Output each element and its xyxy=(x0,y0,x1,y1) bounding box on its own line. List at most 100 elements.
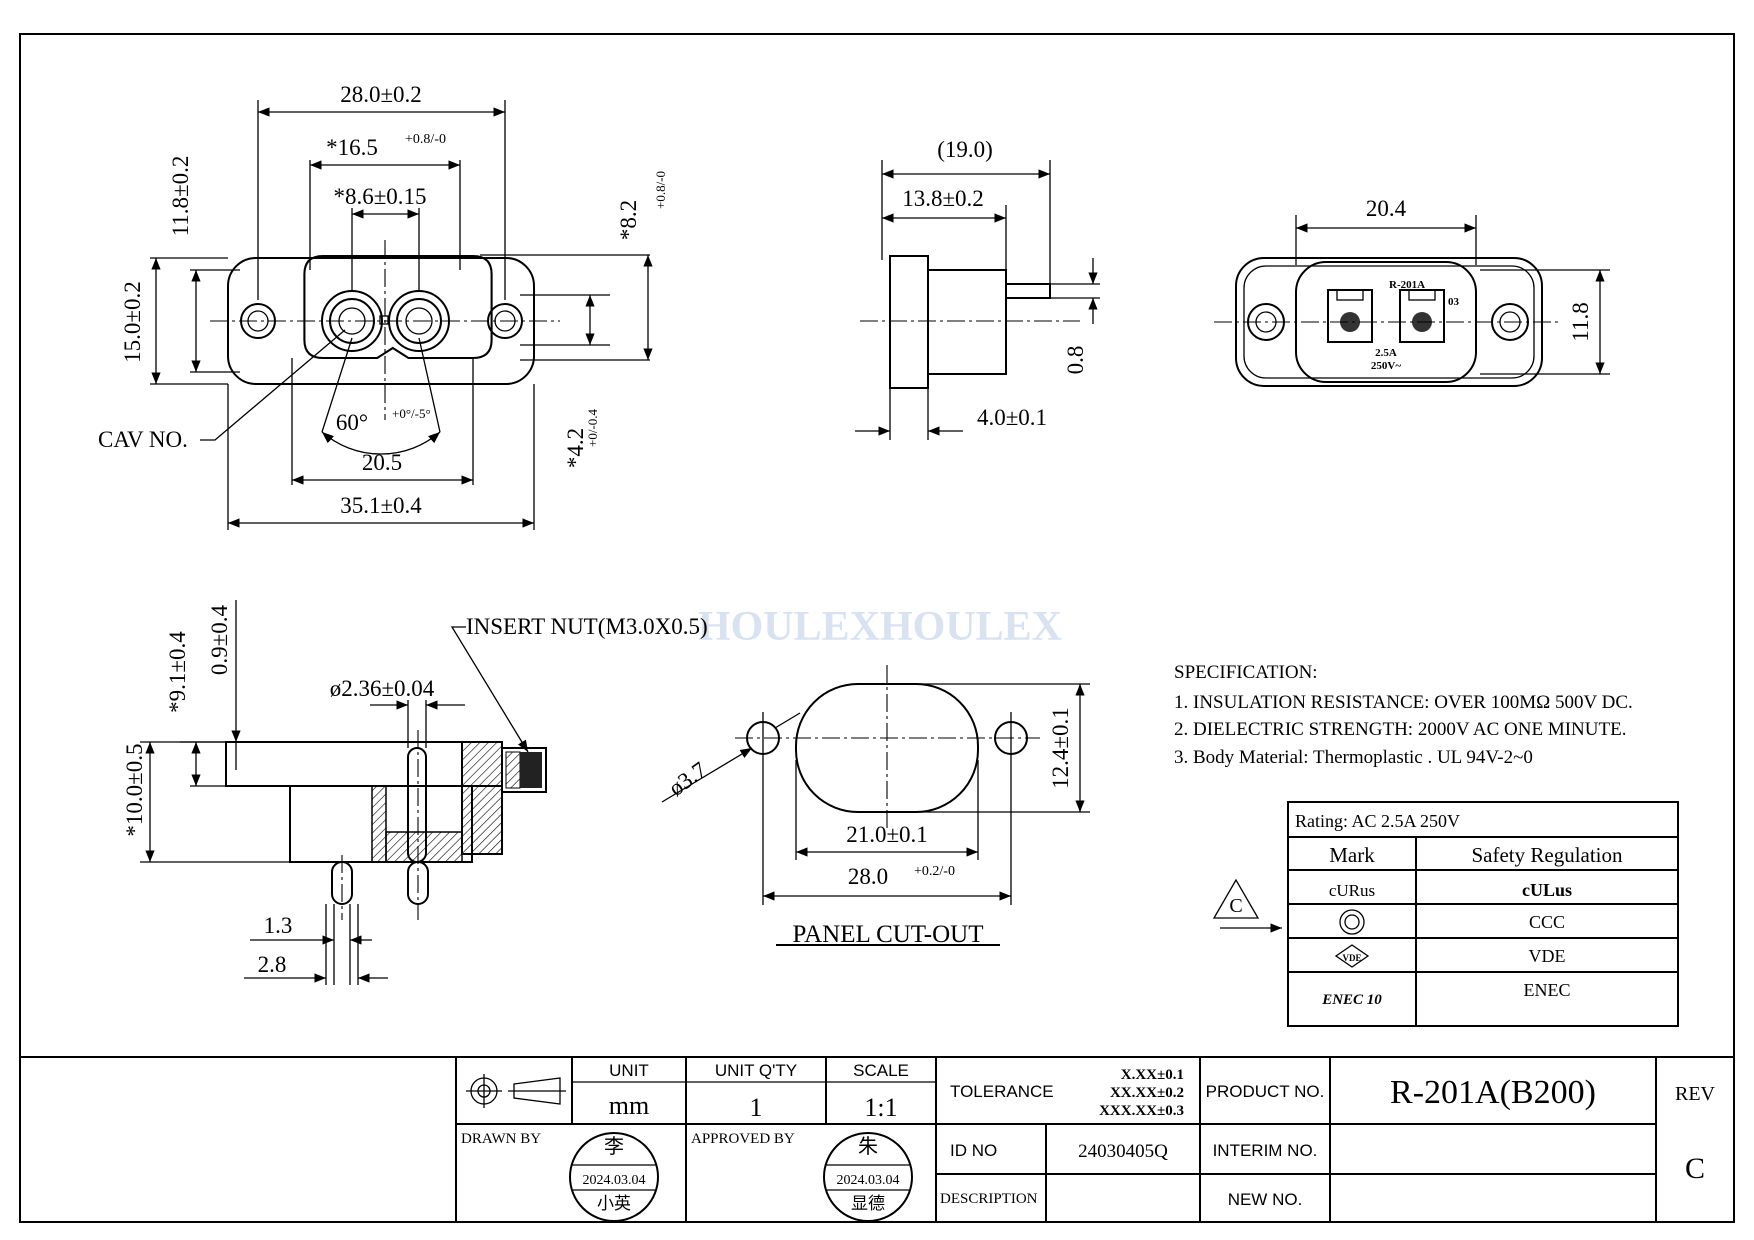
dim-front-height-left: 11.8±0.2 xyxy=(168,156,193,237)
dim-rear-width: 20.4 xyxy=(1366,196,1407,221)
mark-cur-us: cURus xyxy=(1329,881,1375,900)
product-label: PRODUCT NO. xyxy=(1206,1082,1325,1101)
drawn-by-label: DRAWN BY xyxy=(461,1131,541,1147)
safety-symbol: C xyxy=(1229,895,1242,917)
spec-item-2: 2. DIELECTRIC STRENGTH: 2000V AC ONE MIN… xyxy=(1174,719,1626,740)
qty-value: 1 xyxy=(750,1093,763,1122)
drawn-stamp-date: 2024.03.04 xyxy=(583,1173,646,1188)
scale-value: 1:1 xyxy=(864,1093,897,1122)
svg-text:*16.5: *16.5 xyxy=(326,135,378,160)
dim-section-h2: 0.9±0.4 xyxy=(207,604,232,675)
dim-front-width-mid-tol: +0.8/-0 xyxy=(405,132,446,147)
scale-label: SCALE xyxy=(853,1061,909,1080)
dim-section-w1: 1.3 xyxy=(264,913,293,938)
approved-stamp-date: 2024.03.04 xyxy=(837,1173,900,1188)
interim-label: INTERIM NO. xyxy=(1213,1141,1318,1160)
dim-section-pin-dia: ø2.36±0.04 xyxy=(330,676,435,701)
dim-pin-pitch: 8.6±0.15 xyxy=(345,184,427,209)
rating-table xyxy=(1212,801,1679,1027)
rear-marking-cav: 03 xyxy=(1448,296,1460,308)
dim-front-width-inner: 20.5 xyxy=(362,450,402,475)
ccc-mark-icon xyxy=(1339,909,1365,935)
regulation-culus: cULus xyxy=(1522,880,1572,900)
tolerance-label: TOLERANCE xyxy=(950,1082,1054,1101)
dim-angle-tol: +0°/-5° xyxy=(392,406,431,421)
section-view xyxy=(140,600,547,985)
dim-side-pin: 0.8 xyxy=(1063,346,1088,375)
tolerance-1: X.XX±0.1 xyxy=(1121,1067,1184,1083)
label-insert-nut: INSERT NUT(M3.0X0.5) xyxy=(466,614,708,639)
dim-angle: 60° xyxy=(336,410,368,435)
rev-value: C xyxy=(1685,1152,1705,1185)
unit-value: mm xyxy=(609,1091,649,1120)
rating-text: Rating: AC 2.5A 250V xyxy=(1295,811,1460,831)
dim-cutout-hole: ø3.7 xyxy=(664,757,711,801)
qty-label: UNIT Q'TY xyxy=(715,1061,797,1080)
svg-text:*4.2: *4.2 xyxy=(563,428,588,468)
dim-front-height-right2-tol: +0/-0.4 xyxy=(585,408,600,447)
svg-text:*8.2: *8.2 xyxy=(616,200,641,240)
spec-title: SPECIFICATION: xyxy=(1174,662,1318,683)
label-cav-no: CAV NO. xyxy=(98,427,188,452)
front-body-outline xyxy=(303,255,493,359)
side-body xyxy=(927,269,1007,375)
spec-item-1: 1. INSULATION RESISTANCE: OVER 100MΩ 500… xyxy=(1174,692,1633,713)
svg-text:*8.6±0.15: *8.6±0.15 xyxy=(333,184,426,209)
description-label: DESCRIPTION xyxy=(940,1191,1038,1207)
side-flange xyxy=(889,255,929,389)
new-no-label: NEW NO. xyxy=(1228,1190,1303,1209)
tolerance-2: XX.XX±0.2 xyxy=(1110,1085,1184,1101)
approved-stamp xyxy=(823,1132,913,1222)
rear-marking-model: R-201A xyxy=(1389,279,1425,291)
watermark: HOULEXHOULEX xyxy=(698,604,1062,650)
vde-mark-icon xyxy=(1334,944,1370,968)
side-view xyxy=(855,160,1100,440)
dim-cutout-width-outer-tol: +0.2/-0 xyxy=(914,864,955,879)
rear-marking-rating2: 250V~ xyxy=(1371,360,1401,372)
dim-section-h1: *9.1±0.4 xyxy=(165,631,190,713)
spec-item-3: 3. Body Material: Thermoplastic . UL 94V… xyxy=(1174,747,1533,768)
drawn-stamp-bottom: 小英 xyxy=(597,1194,631,1213)
rear-view xyxy=(1214,215,1610,387)
dim-section-h3: *10.0±0.5 xyxy=(122,743,147,836)
rev-label: REV xyxy=(1675,1083,1716,1105)
mark-enec: ENEC 10 xyxy=(1321,992,1382,1008)
dim-cutout-height: 12.4±0.1 xyxy=(1048,707,1073,789)
dim-side-flange: 4.0±0.1 xyxy=(977,405,1047,430)
dim-front-height-right: 8.2 xyxy=(616,200,641,229)
mark-vde: VDE xyxy=(1342,953,1361,963)
drawn-stamp-top: 李 xyxy=(604,1135,624,1158)
dim-front-width-bottom: 35.1±0.4 xyxy=(340,493,422,518)
unit-label: UNIT xyxy=(609,1061,649,1080)
id-label: ID NO xyxy=(950,1141,997,1160)
regulation-ccc: CCC xyxy=(1529,912,1565,932)
regulation-enec: ENEC xyxy=(1524,980,1571,1000)
section-flange xyxy=(225,741,503,787)
title-block xyxy=(20,1056,1734,1222)
approved-stamp-bottom: 显德 xyxy=(851,1194,885,1213)
approved-by-label: APPROVED BY xyxy=(691,1131,795,1147)
regulation-vde: VDE xyxy=(1529,946,1566,966)
tolerance-3: XXX.XX±0.3 xyxy=(1099,1103,1184,1119)
sheet-border xyxy=(19,33,1735,1223)
dim-rear-height: 11.8 xyxy=(1568,302,1593,341)
dim-side-overall: (19.0) xyxy=(937,137,993,162)
projection-cone-icon xyxy=(513,1077,561,1105)
dim-front-height-right-tol: +0.8/-0 xyxy=(653,171,668,209)
panel-cutout-view xyxy=(661,665,1090,946)
side-pin xyxy=(1005,283,1051,299)
header-mark: Mark xyxy=(1329,843,1375,867)
product-value: R-201A(B200) xyxy=(1390,1074,1596,1111)
approved-stamp-top: 朱 xyxy=(858,1135,878,1158)
dim-cutout-width-inner: 21.0±0.1 xyxy=(846,822,928,847)
rear-marking-rating1: 2.5A xyxy=(1375,347,1397,359)
dim-cutout-width-outer: 28.0 xyxy=(848,864,888,889)
dim-front-height-right2: 4.2 xyxy=(563,428,588,457)
header-regulation: Safety Regulation xyxy=(1471,843,1623,867)
dim-front-width-mid: 16.5 xyxy=(338,135,378,160)
dim-front-width-top: 28.0±0.2 xyxy=(340,82,422,107)
dim-side-body: 13.8±0.2 xyxy=(902,186,984,211)
front-view xyxy=(150,100,653,530)
mark-ccc: CCC xyxy=(1351,948,1353,950)
